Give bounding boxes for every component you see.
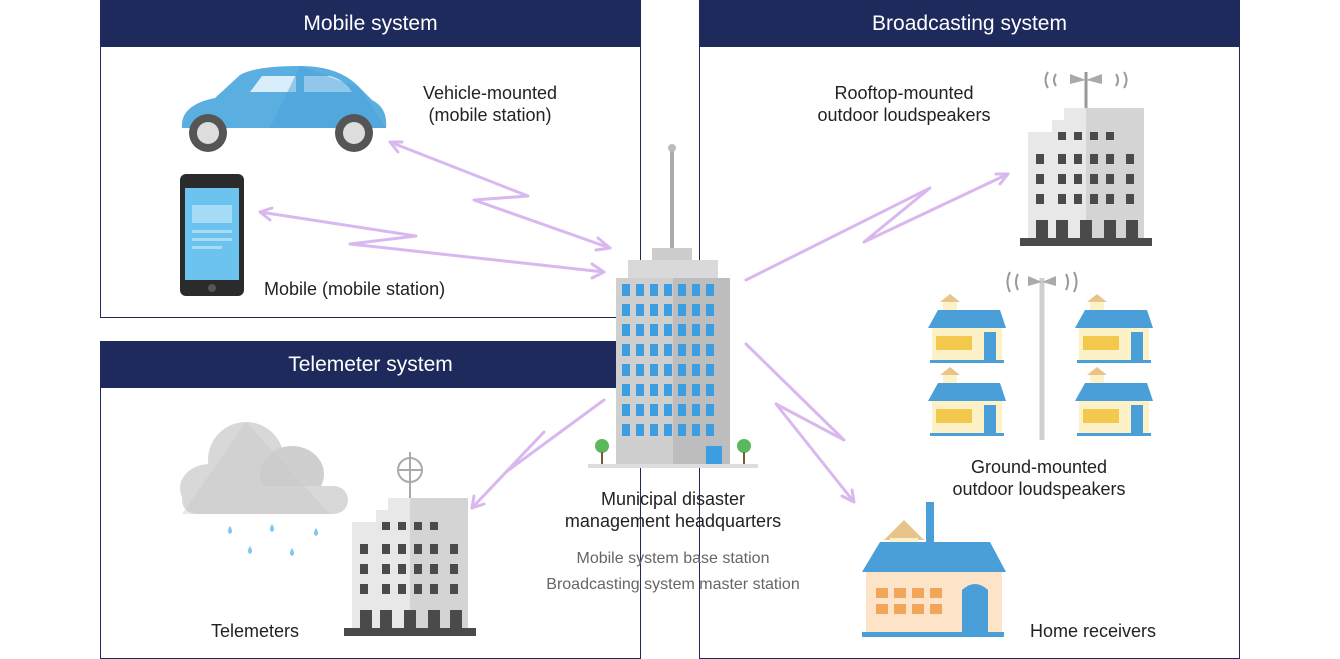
small-house-icon — [928, 367, 1006, 436]
signal-arrows — [258, 140, 1010, 510]
smartphone-icon — [180, 174, 244, 296]
hq-role-mobile-base: Mobile system base station — [576, 550, 770, 567]
telemeters-label: Telemeters — [211, 621, 300, 641]
ground-label-line1: Ground-mounted — [970, 457, 1108, 477]
hq-label-line2: management headquarters — [564, 511, 782, 531]
car-icon — [181, 66, 387, 152]
ground-label-line2: outdoor loudspeakers — [952, 479, 1126, 499]
small-house-icon — [928, 294, 1006, 363]
vehicle-station-label: Vehicle-mounted (mobile station) — [400, 82, 580, 126]
hq-role-broadcast-master: Broadcasting system master station — [546, 576, 800, 593]
small-house-icon — [1075, 294, 1153, 363]
vehicle-label-line2: (mobile station) — [428, 105, 552, 125]
small-house-icon — [1075, 367, 1153, 436]
rooftop-label-line1: Rooftop-mounted — [834, 83, 974, 103]
telemeter-building-icon — [344, 452, 476, 636]
signal-arrow-hq-rooftop — [744, 172, 1010, 282]
mobile-station-label: Mobile (mobile station) — [264, 279, 446, 299]
rooftop-loudspeaker-building-icon — [1020, 71, 1152, 246]
rooftop-label-line2: outdoor loudspeakers — [817, 105, 991, 125]
rooftop-loudspeakers-label: Rooftop-mounted outdoor loudspeakers — [794, 82, 1014, 126]
home-receivers-label: Home receivers — [1030, 621, 1157, 641]
headquarters-building-icon — [588, 144, 758, 468]
hq-label: Municipal disaster management headquarte… — [548, 488, 798, 532]
signal-arrow-hq-home — [744, 342, 856, 504]
mobile-system-title: Mobile system — [101, 1, 640, 47]
vehicle-label-line1: Vehicle-mounted — [422, 83, 558, 103]
telemeter-system-title: Telemeter system — [101, 342, 640, 388]
signal-arrow-hq-vehicle — [388, 140, 612, 252]
rain-cloud-icon — [180, 422, 348, 556]
ground-loudspeakers-label: Ground-mounted outdoor loudspeakers — [924, 456, 1154, 500]
signal-arrow-hq-telemeter — [470, 398, 606, 510]
hq-label-line1: Municipal disaster — [600, 489, 746, 509]
ground-loudspeaker-pole-icon — [1006, 271, 1078, 440]
broadcasting-system-panel: Broadcasting system — [699, 0, 1240, 659]
home-receiver-house-icon — [862, 502, 1006, 637]
broadcasting-system-title: Broadcasting system — [700, 1, 1239, 47]
telemeter-system-panel: Telemeter system — [100, 341, 641, 659]
signal-arrow-hq-mobile — [258, 206, 606, 280]
